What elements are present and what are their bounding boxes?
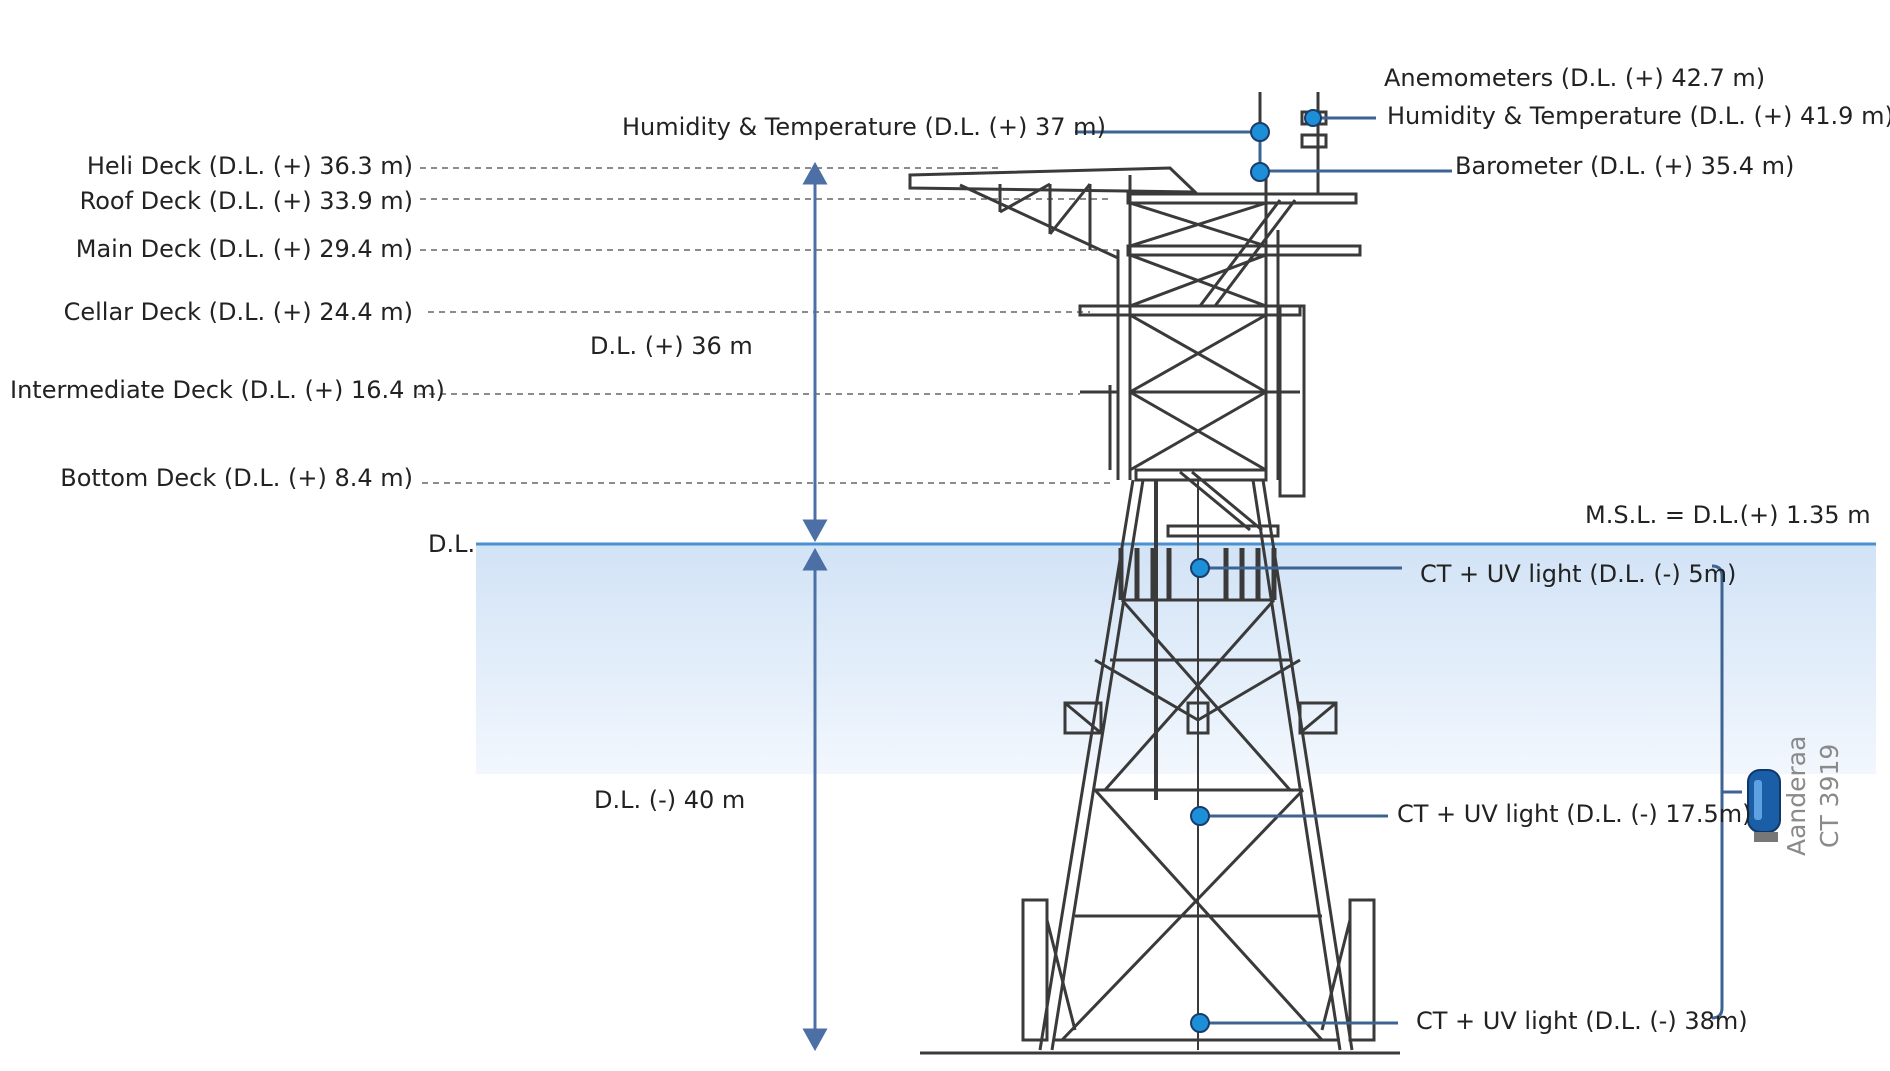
msl-label: M.S.L. = D.L.(+) 1.35 m	[1585, 501, 1871, 529]
sensor-humidity-right-dot	[1304, 109, 1322, 127]
datum-dl-label: D.L.	[428, 530, 476, 558]
deck-label-main: Main Deck (D.L. (+) 29.4 m)	[75, 235, 413, 263]
dimension-arrows	[802, 161, 828, 1052]
deck-label-roof: Roof Deck (D.L. (+) 33.9 m)	[79, 187, 413, 215]
depth-below-label: D.L. (-) 40 m	[594, 786, 746, 814]
deck-label-cellar: Cellar Deck (D.L. (+) 24.4 m)	[63, 298, 413, 326]
deck-label-heli: Heli Deck (D.L. (+) 36.3 m)	[86, 152, 413, 180]
splash-zone-risers	[1118, 548, 1277, 600]
sensor-label-ct17: CT + UV light (D.L. (-) 17.5m)	[1397, 800, 1752, 828]
sensor-humidity-left-dot	[1250, 122, 1270, 142]
sensor-barometer-dot	[1250, 162, 1270, 182]
sensor-ct38-dot	[1190, 1013, 1210, 1033]
deck-leaders	[418, 167, 1120, 484]
sensor-dots	[1190, 109, 1322, 1033]
height-above-label: D.L. (+) 36 m	[590, 332, 753, 360]
ct-instrument-icon	[1747, 769, 1781, 842]
sensor-label-ct5: CT + UV light (D.L. (-) 5m)	[1420, 560, 1737, 588]
instrument-model-label: CT 3919	[1815, 743, 1844, 848]
sensor-label-humidity-left: Humidity & Temperature (D.L. (+) 37 m)	[622, 113, 1106, 141]
sensor-label-anemometers: Anemometers (D.L. (+) 42.7 m)	[1384, 64, 1766, 92]
instrument-brand-label: Aanderaa	[1782, 735, 1811, 856]
sensor-ct5-dot	[1190, 558, 1210, 578]
deck-label-bottom: Bottom Deck (D.L. (+) 8.4 m)	[60, 464, 413, 492]
sensor-leaders	[1075, 116, 1452, 1025]
deck-label-intermediate: Intermediate Deck (D.L. (+) 16.4 m)	[10, 376, 445, 404]
sensor-label-barometer: Barometer (D.L. (+) 35.4 m)	[1455, 152, 1795, 180]
sensor-ct17-dot	[1190, 806, 1210, 826]
sensor-label-humidity-right: Humidity & Temperature (D.L. (+) 41.9 m)	[1387, 102, 1890, 130]
topsides	[908, 92, 1362, 538]
sensor-label-ct38: CT + UV light (D.L. (-) 38m)	[1416, 1007, 1748, 1035]
